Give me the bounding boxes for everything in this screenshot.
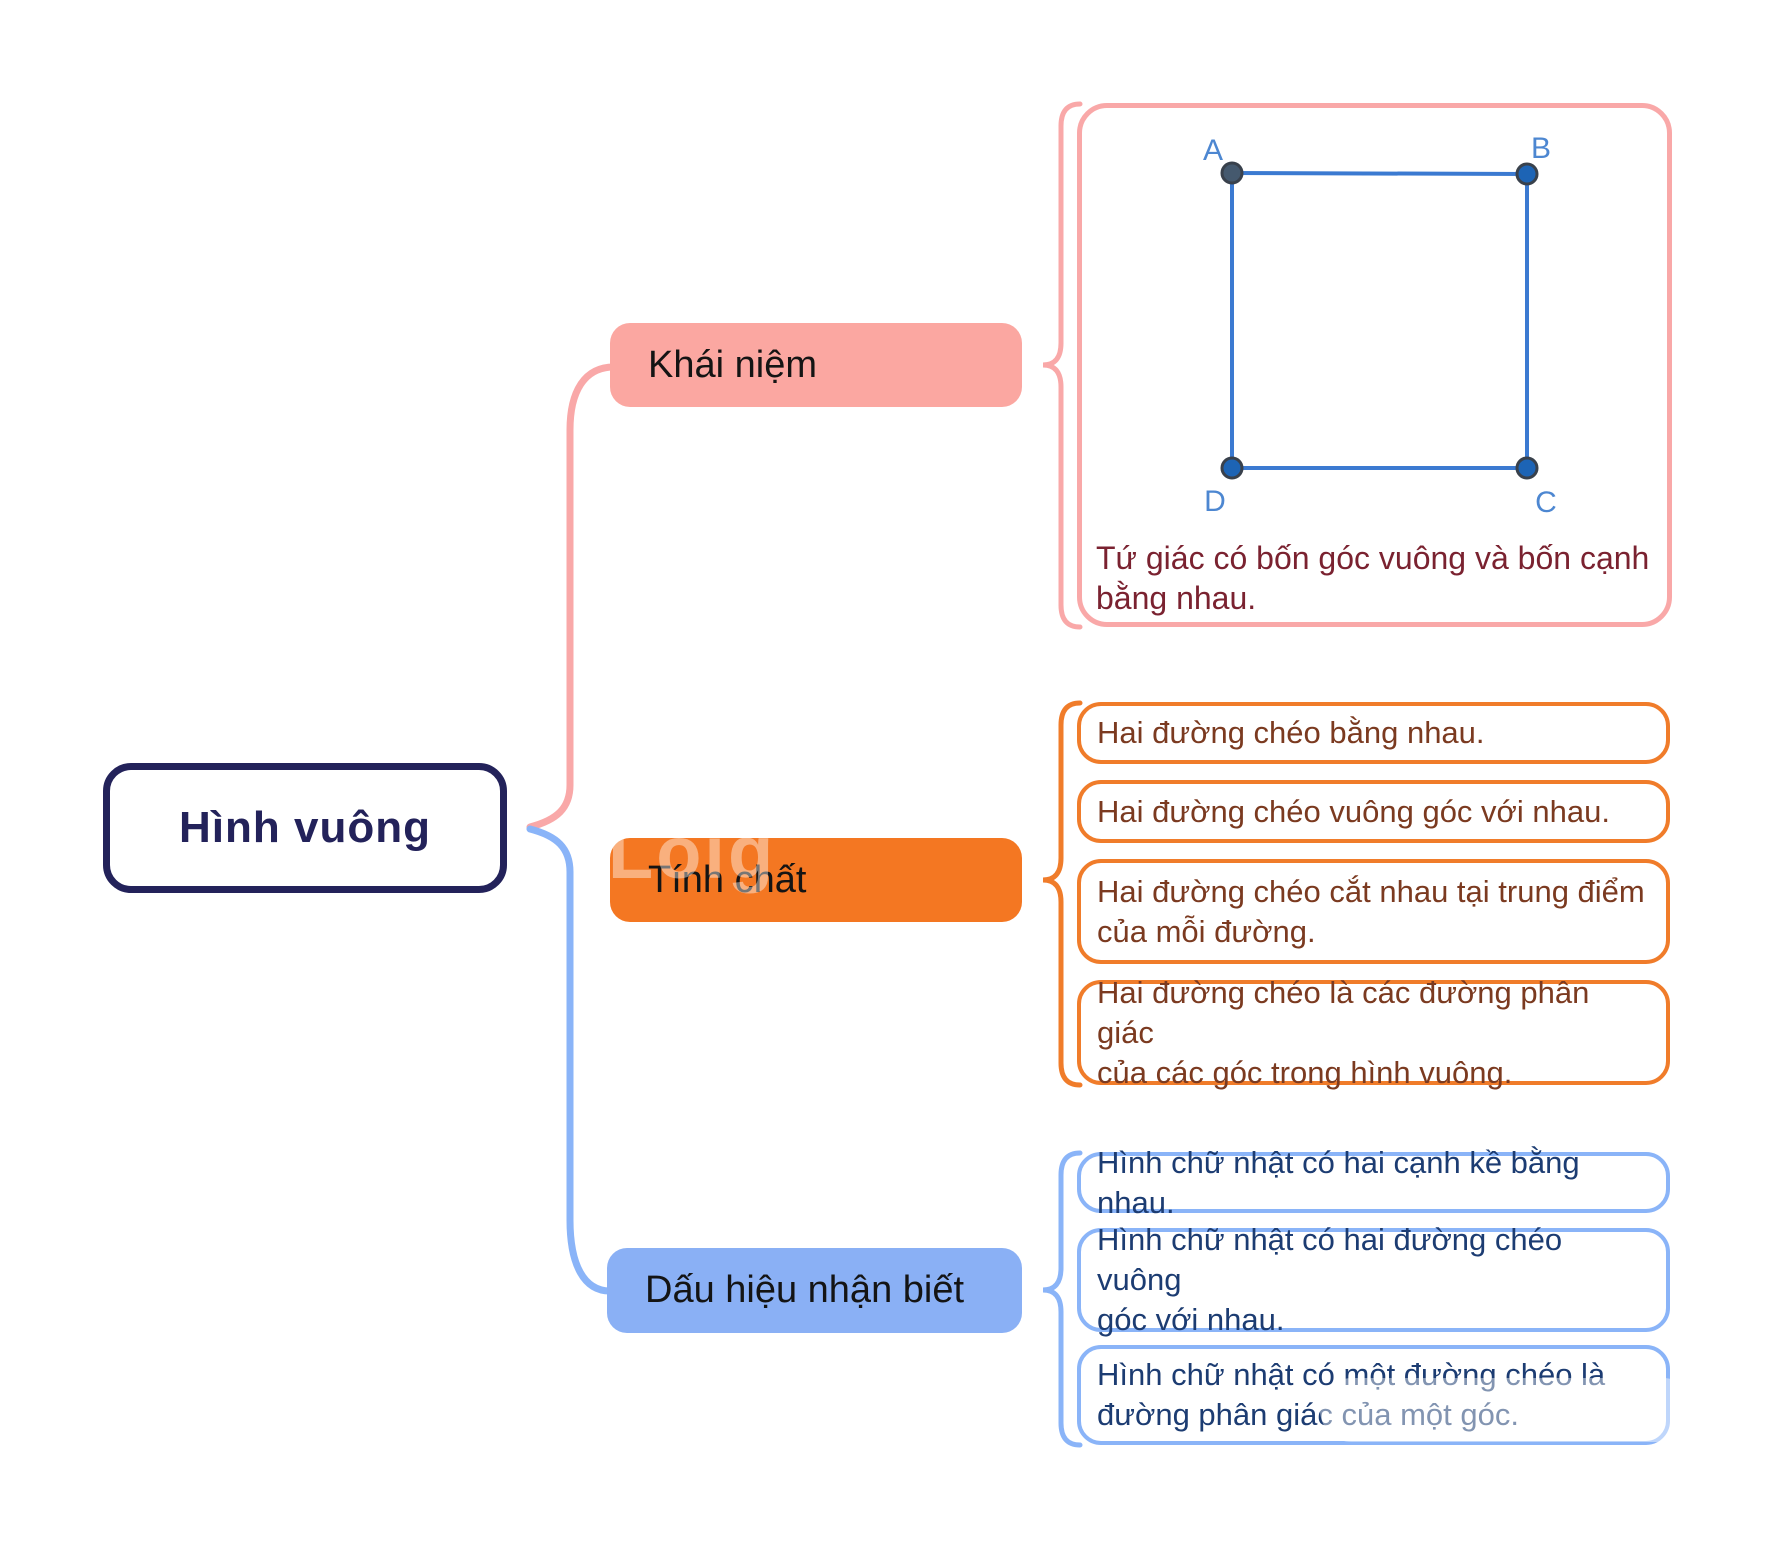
property-item: Hai đường chéo vuông góc với nhau.	[1077, 780, 1670, 843]
side-ab	[1231, 171, 1528, 176]
vertex-label-a: A	[1203, 134, 1223, 167]
vertex-dot-a	[1220, 161, 1244, 185]
brace-orange	[1042, 700, 1083, 1088]
vertex-dot-c	[1515, 456, 1539, 480]
branch-signs: Dấu hiệu nhận biết	[607, 1248, 1022, 1333]
root-label: Hình vuông	[179, 803, 431, 852]
vertex-label-d: D	[1204, 485, 1226, 518]
connector-pink	[526, 363, 618, 831]
vertex-label-b: B	[1531, 132, 1551, 165]
sign-item: Hình chữ nhật có hai đường chéo vuông gó…	[1077, 1222, 1670, 1337]
sign-item: Hình chữ nhật có hai cạnh kề bằng nhau.	[1077, 1145, 1670, 1220]
vertex-label-c: C	[1535, 486, 1557, 519]
branch-properties-label: Tính chất	[648, 858, 807, 901]
property-item: Hai đường chéo cắt nhau tại trung điểm c…	[1077, 859, 1670, 964]
square-figure: A B C D	[1203, 132, 1557, 519]
vertex-dot-d	[1220, 456, 1244, 480]
brace-blue	[1042, 1150, 1083, 1448]
concept-detail-box: A B C D Tứ giác có bốn góc vuông và bốn …	[1077, 103, 1672, 627]
branch-concept: Khái niệm	[610, 323, 1022, 407]
root-node: Hình vuông	[103, 763, 507, 893]
branch-properties: Tính chất	[610, 838, 1022, 922]
branch-signs-label: Dấu hiệu nhận biết	[645, 1269, 965, 1311]
sign-item: Hình chữ nhật có một đường chéo là đường…	[1077, 1345, 1670, 1445]
brace-pink	[1042, 101, 1083, 630]
property-item: Hai đường chéo là các đường phân giác củ…	[1077, 975, 1670, 1090]
connector-blue	[526, 825, 614, 1295]
branch-concept-label: Khái niệm	[648, 343, 817, 386]
vertex-dot-b	[1515, 162, 1539, 186]
concept-definition-text: Tứ giác có bốn góc vuông và bốn cạnh bằn…	[1096, 540, 1650, 616]
property-item: Hai đường chéo bằng nhau.	[1077, 702, 1670, 764]
